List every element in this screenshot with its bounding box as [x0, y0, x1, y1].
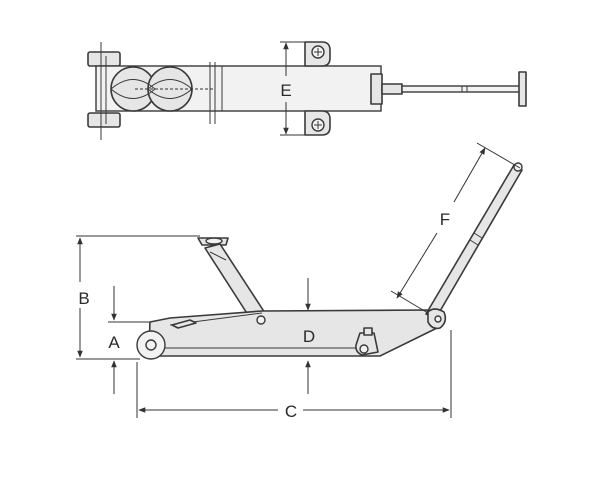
handle-shaft: [401, 85, 521, 93]
lift-arm: [204, 243, 266, 319]
label-f: F: [440, 210, 450, 229]
handle-t-grip: [518, 71, 527, 107]
rear-end-block: [370, 73, 383, 105]
arm-pivot: [256, 315, 266, 325]
handle-socket: [381, 83, 403, 95]
label-e: E: [280, 81, 291, 100]
label-c: C: [285, 402, 297, 421]
chassis: [148, 309, 439, 357]
label-a: A: [108, 333, 120, 352]
dimension-f-line-bottom: [396, 232, 438, 299]
label-b: B: [78, 289, 89, 308]
side-view: B A D C F: [76, 142, 523, 421]
top-view: E: [87, 41, 527, 140]
front-bracket-top: [87, 51, 121, 67]
label-d: D: [303, 327, 315, 346]
handle: [425, 164, 523, 319]
lift-pad: [171, 319, 197, 329]
front-bracket-bottom: [87, 112, 121, 128]
dimension-f-line-top: [453, 147, 486, 203]
